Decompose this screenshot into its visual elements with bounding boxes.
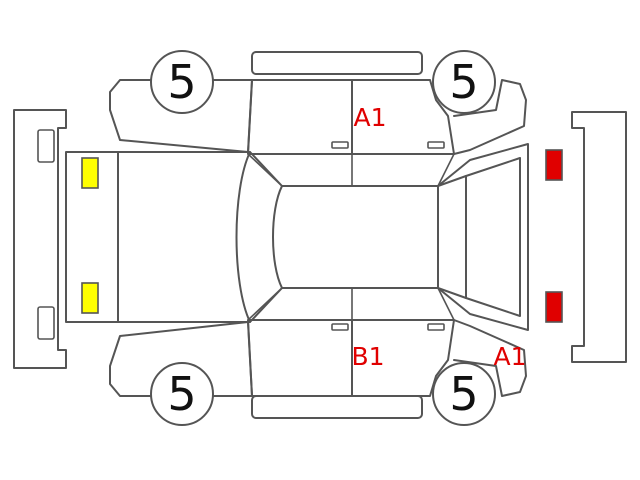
tire-grade-rear-right: 5: [449, 55, 478, 109]
rear-bumper: [571, 111, 627, 363]
wheel-front-left: 5: [150, 362, 214, 426]
tire-grade-front-right: 5: [167, 55, 196, 109]
tire-grade-front-left: 5: [167, 367, 196, 421]
right-side-skirt: [251, 51, 423, 75]
wheel-rear-right: 5: [432, 50, 496, 114]
front-bumper: [13, 109, 67, 369]
wheel-front-right: 5: [150, 50, 214, 114]
rear-lamp-upper: [545, 149, 563, 181]
front-lamp-lower: [81, 282, 99, 314]
damage-code-rear-corner: A1: [493, 342, 526, 371]
front-lamp-upper: [81, 157, 99, 189]
left-body-side: [109, 319, 527, 397]
damage-code-left-side: B1: [351, 342, 384, 371]
right-body-side: [109, 79, 527, 155]
tire-grade-rear-left: 5: [449, 367, 478, 421]
left-side-skirt: [251, 395, 423, 419]
wheel-rear-left: 5: [432, 362, 496, 426]
car-top-view: [65, 143, 529, 331]
rear-lamp-lower: [545, 291, 563, 323]
damage-code-right-side: A1: [353, 103, 386, 132]
